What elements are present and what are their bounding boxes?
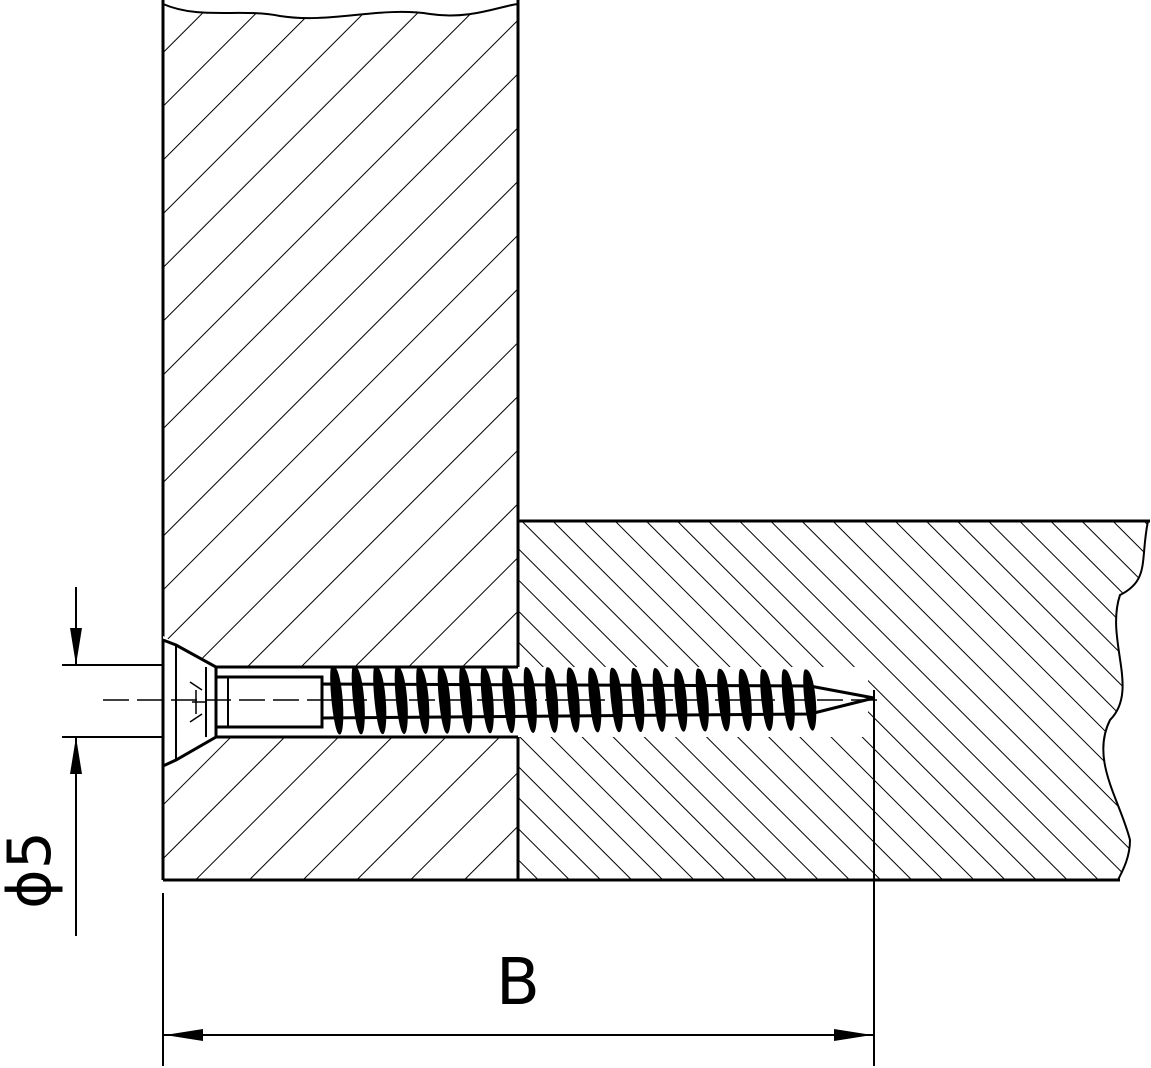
distance-arrow-left bbox=[165, 1029, 203, 1041]
thread-turn bbox=[502, 666, 516, 734]
thread-turn bbox=[330, 665, 344, 735]
vertical-panel bbox=[161, 0, 520, 880]
thread-turn bbox=[803, 669, 817, 731]
thread-turn bbox=[674, 668, 688, 732]
thread-turn bbox=[738, 668, 752, 732]
diameter-dimension: ϕ5 bbox=[0, 587, 163, 936]
diameter-label: ϕ5 bbox=[0, 831, 65, 909]
drive-recess-icon bbox=[189, 681, 206, 723]
screw bbox=[103, 636, 878, 769]
distance-dimension: B bbox=[162, 690, 875, 1066]
horizontal-panel-break-edge bbox=[1102, 520, 1149, 881]
thread-turn bbox=[566, 667, 580, 733]
thread-turn bbox=[394, 666, 408, 734]
screw-shank bbox=[214, 675, 324, 729]
diameter-arrow-top bbox=[70, 628, 82, 665]
vertical-panel-hatch bbox=[163, 4, 518, 880]
distance-arrow-right bbox=[834, 1029, 872, 1041]
diameter-arrow-bottom bbox=[70, 737, 82, 774]
vertical-panel-break-edge bbox=[162, 3, 519, 20]
distance-label: B bbox=[496, 946, 540, 1020]
